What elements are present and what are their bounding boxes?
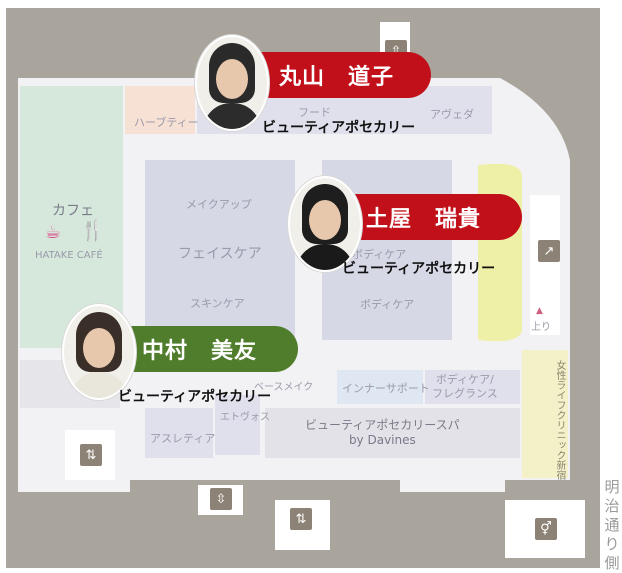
area-ayurveda: アヴェダ: [430, 108, 474, 121]
area-face-care: フェイスケア: [178, 246, 262, 262]
area-etvos: エトヴォス: [220, 412, 270, 423]
area-inner-support: インナーサポート: [342, 382, 430, 395]
area-cafe: カフェ: [52, 203, 94, 219]
up-arrow-icon: ▲: [536, 306, 543, 316]
avatar: [62, 304, 136, 400]
area-herb-tea: ハーブティー: [134, 116, 199, 129]
elevator-icon: ⇳: [210, 488, 232, 510]
escalator-icon: ⇅: [290, 508, 312, 530]
area-makeup: メイクアップ: [186, 198, 252, 211]
staff-name: 丸山 道子: [279, 65, 395, 90]
area-body-care-upper: ボディケア: [352, 248, 407, 261]
avatar: [288, 176, 362, 272]
side-street-label: 明治通り側: [604, 478, 620, 572]
staff-shop-label: ビューティアポセカリー: [262, 120, 416, 136]
area-base-make: ベースメイク: [254, 382, 314, 393]
escalator-icon: ⇅: [80, 444, 102, 466]
area-skin-care: スキンケア: [190, 297, 245, 310]
area-body-care: ボディケア: [360, 298, 415, 311]
area-up: 上り: [531, 322, 551, 333]
area-hatake-cafe: HATAKE CAFÉ: [35, 250, 103, 261]
staff-shop-label: ビューティアポセカリー: [342, 261, 496, 277]
area-body-fragrance: ボディケア/ フレグランス: [432, 373, 498, 400]
staff-name: 中村 美友: [142, 339, 258, 364]
restroom-icon: ⚥: [535, 518, 557, 540]
area-spa: ビューティアポセカリースパ by Davines: [305, 418, 460, 447]
cutlery-icon: 🍴: [80, 218, 105, 242]
area-womens-clinic: 女性ライフクリニック新宿: [554, 360, 565, 480]
area-athleisure: アスレティア: [150, 432, 216, 445]
avatar: [195, 35, 269, 131]
staff-name: 土屋 瑞貴: [366, 207, 482, 232]
escalator-icon: ↗: [538, 240, 560, 262]
staff-shop-label: ビューティアポセカリー: [118, 389, 272, 405]
cafe-cup-icon: ☕: [45, 222, 62, 243]
area-food: フード: [298, 106, 331, 119]
